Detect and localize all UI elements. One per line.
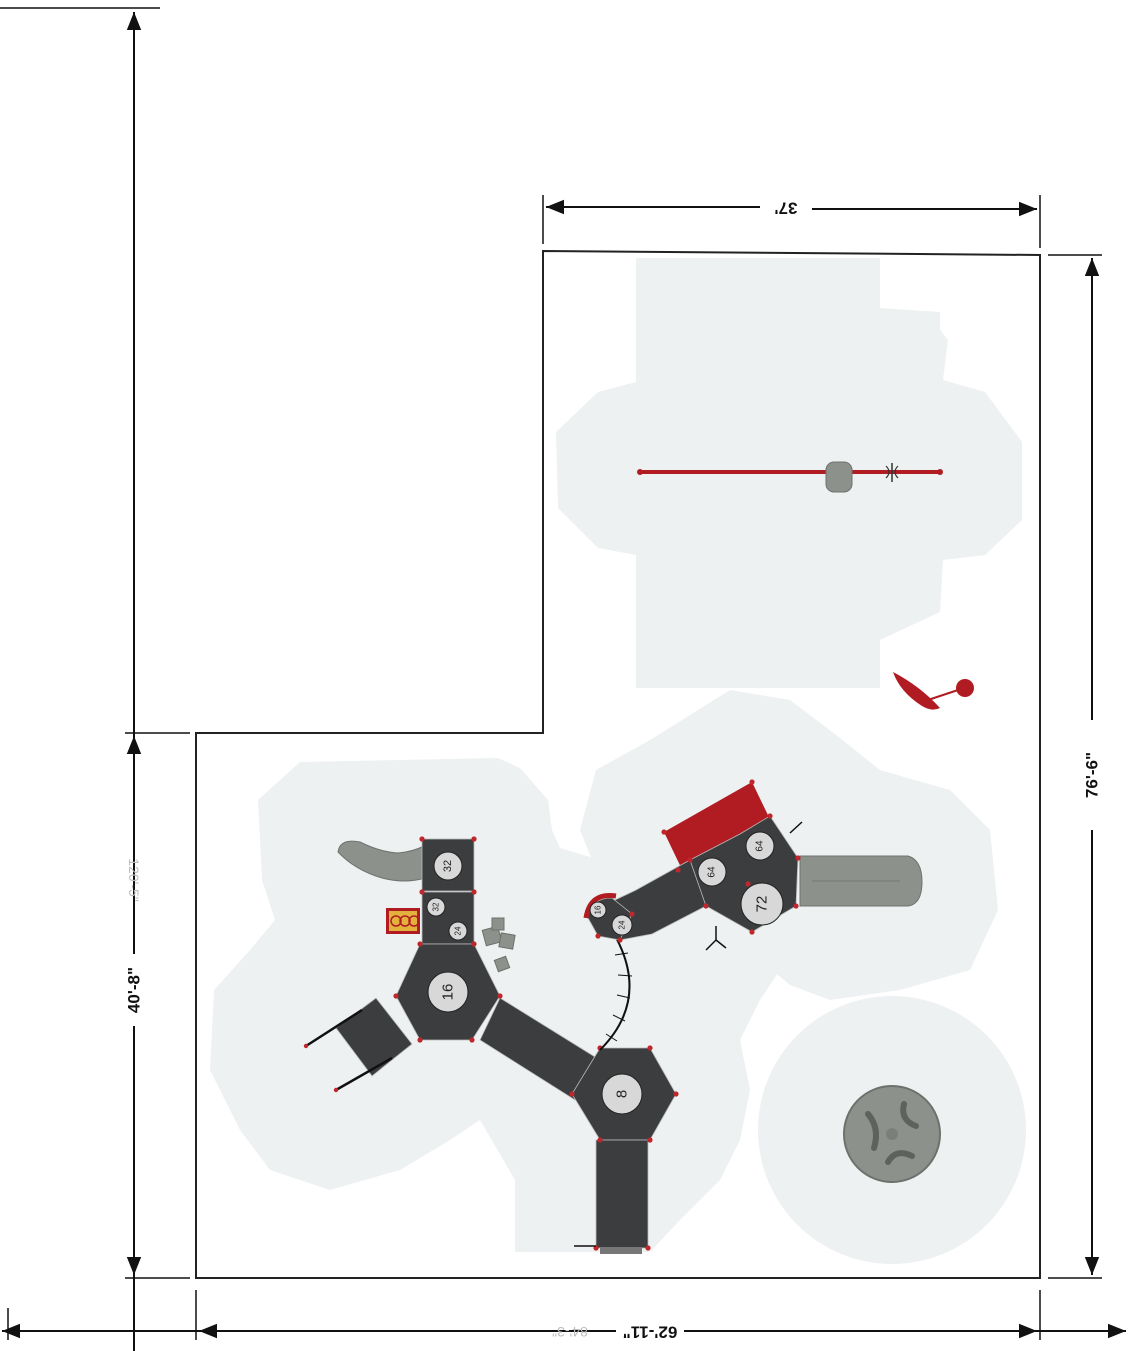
bottom-width-faint-label: 84'-3" — [552, 1324, 588, 1340]
deck-label-24b: 24 — [611, 914, 633, 936]
deck-label-64b: 64 — [745, 831, 775, 861]
deck-label-16b: 16 — [589, 901, 607, 919]
deck-label-24a: 24 — [448, 921, 468, 941]
deck-label-64a: 64 — [697, 857, 727, 887]
svg-text:76'-6": 76'-6" — [1083, 752, 1102, 798]
svg-text:32: 32 — [432, 902, 441, 911]
deck-label-32a: 32 — [433, 851, 463, 881]
svg-text:72: 72 — [754, 896, 771, 913]
left-height-label: 40'-8" — [122, 954, 146, 1026]
zipline-seat-icon — [825, 461, 853, 493]
curved-slide-icon — [337, 840, 426, 882]
site-boundary — [195, 249, 1041, 1279]
svg-text:64: 64 — [707, 866, 718, 878]
anchor-points — [393, 836, 679, 1251]
right-height-label: 76'-6" — [1080, 725, 1104, 825]
spinner-icon — [843, 1085, 941, 1183]
deck-label-16a: 16 — [427, 971, 469, 1013]
deck-label-32b: 32 — [426, 897, 446, 917]
svg-text:37': 37' — [775, 199, 798, 218]
right-anchor-points — [595, 779, 801, 943]
activity-panel-icon — [386, 908, 420, 934]
deck-label-8: 8 — [601, 1073, 643, 1115]
zipline — [637, 461, 943, 493]
svg-text:64: 64 — [755, 840, 766, 852]
svg-text:16: 16 — [594, 905, 603, 914]
straight-slide-icon — [799, 855, 923, 907]
top-width-label: 37' — [762, 196, 810, 220]
svg-text:32: 32 — [442, 860, 454, 872]
svg-text:8: 8 — [614, 1090, 631, 1098]
svg-text:40'-8": 40'-8" — [125, 967, 144, 1013]
svg-text:62'-11": 62'-11" — [623, 1323, 678, 1342]
bottom-width-label: 62'-11" — [616, 1320, 684, 1344]
left-height-faint-label: 120'-5" — [126, 858, 142, 901]
stepping-stones — [481, 917, 516, 973]
svg-text:120'-5": 120'-5" — [126, 858, 142, 901]
svg-text:84'-3": 84'-3" — [552, 1324, 588, 1340]
svg-text:16: 16 — [440, 984, 457, 1001]
bottom-step — [600, 1247, 642, 1254]
deck-labels: 32 32 24 16 8 16 24 64 — [426, 831, 784, 1115]
rocker-icon — [893, 672, 974, 710]
deck-label-72: 72 — [740, 882, 784, 926]
svg-text:24: 24 — [454, 926, 463, 935]
dimension-lines — [0, 7, 1126, 1351]
roof-panel — [664, 782, 778, 882]
svg-text:24: 24 — [618, 920, 627, 929]
